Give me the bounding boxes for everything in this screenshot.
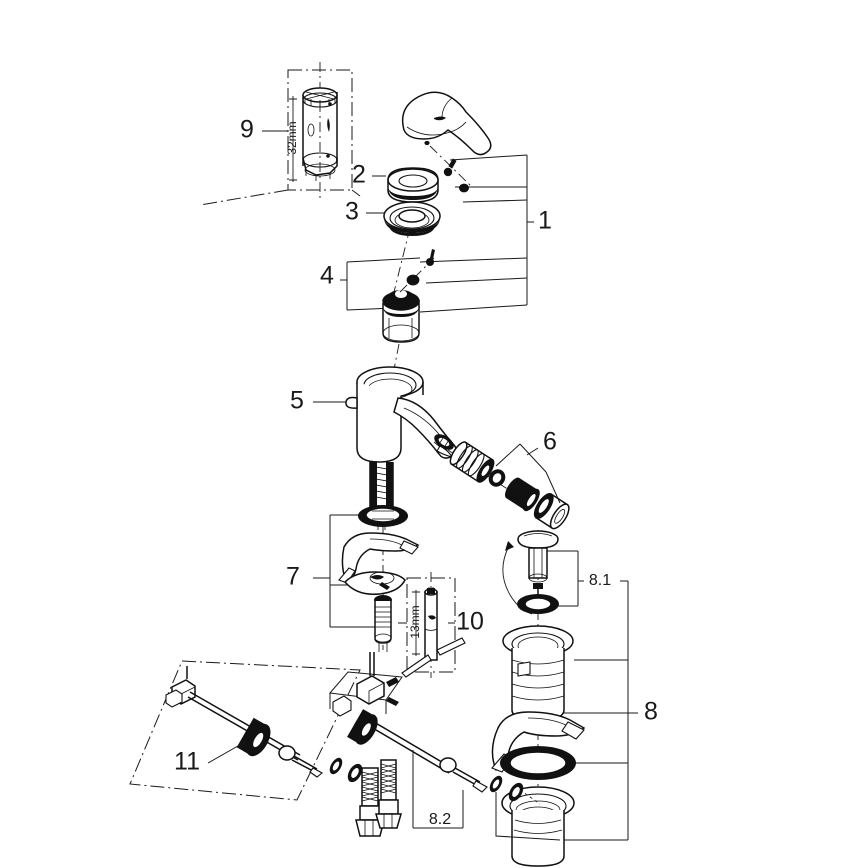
callout-9: 9: [240, 116, 254, 144]
callout-3: 3: [345, 198, 359, 226]
part-cartridge: [382, 249, 435, 343]
callout-5: 5: [290, 387, 304, 415]
part-handle-cap: [387, 167, 439, 203]
part-mounting-set: [338, 505, 420, 652]
callout-8-1: 8.1: [589, 572, 611, 589]
part-threaded-collar: [383, 201, 441, 236]
callout-2: 2: [352, 161, 366, 189]
part-connection-hose-set: [129, 660, 363, 801]
part-socket-tool-32mm: [199, 62, 361, 206]
part-drain-body-upper: [502, 625, 574, 721]
callout-10: 10: [456, 608, 484, 636]
callout-6: 6: [543, 428, 557, 456]
centerline-upper: [393, 227, 411, 293]
bracket-group-1: [419, 154, 534, 313]
part-handle-screws: [429, 145, 473, 193]
callout-11: 11: [174, 748, 200, 776]
callout-4: 4: [320, 262, 334, 290]
part-drain-oring: [500, 746, 576, 780]
part-aerator-set: [434, 434, 570, 530]
callout-7: 7: [286, 563, 300, 591]
part-lift-rod-linkage: [329, 652, 561, 841]
bracket-group-8: [557, 580, 638, 841]
dimension-32mm: 32mm: [285, 121, 299, 154]
leader-11: [207, 741, 246, 764]
part-flexible-hoses: [355, 759, 402, 837]
dimension-13mm: 13mm: [408, 605, 422, 638]
callout-8-2: 8.2: [429, 811, 451, 828]
part-lever-handle: [401, 91, 492, 156]
part-service-key-13mm: [401, 572, 466, 678]
part-lift-rod-assembly-11: [165, 666, 363, 783]
callout-8: 8: [644, 698, 658, 726]
callout-1: 1: [538, 207, 552, 235]
part-popup-stopper: [502, 530, 559, 848]
